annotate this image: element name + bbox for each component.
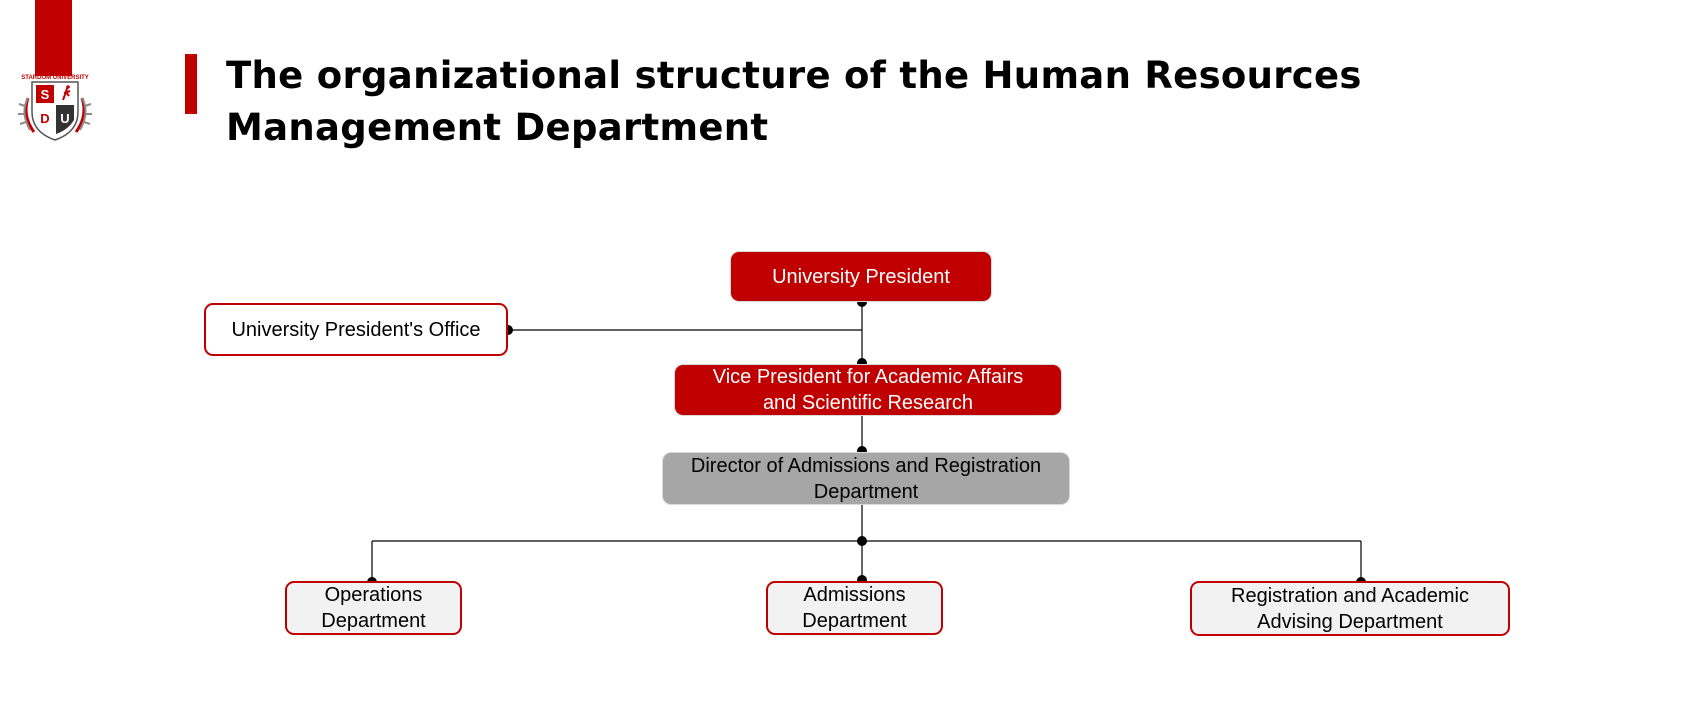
node-university-president: University President	[730, 251, 992, 302]
node-vice-president: Vice President for Academic Affairs and …	[674, 364, 1062, 416]
page-title: The organizational structure of the Huma…	[226, 54, 1362, 149]
node-admissions-department: Admissions Department	[766, 581, 943, 635]
node-operations-department: Operations Department	[285, 581, 462, 635]
node-director-admissions-registration: Director of Admissions and Registration …	[662, 452, 1070, 505]
title-accent-bar	[185, 54, 197, 114]
connector-dot	[857, 536, 867, 546]
svg-text:S: S	[41, 87, 50, 102]
svg-text:STARDOM UNIVERSITY: STARDOM UNIVERSITY	[21, 75, 89, 81]
svg-text:D: D	[40, 111, 49, 126]
node-registration-advising-department: Registration and Academic Advising Depar…	[1190, 581, 1510, 636]
node-president-office: University President's Office	[204, 303, 508, 356]
university-logo: STARDOM UNIVERSITY S D U	[18, 75, 92, 141]
svg-text:U: U	[60, 111, 69, 126]
top-accent-bar	[35, 0, 72, 76]
